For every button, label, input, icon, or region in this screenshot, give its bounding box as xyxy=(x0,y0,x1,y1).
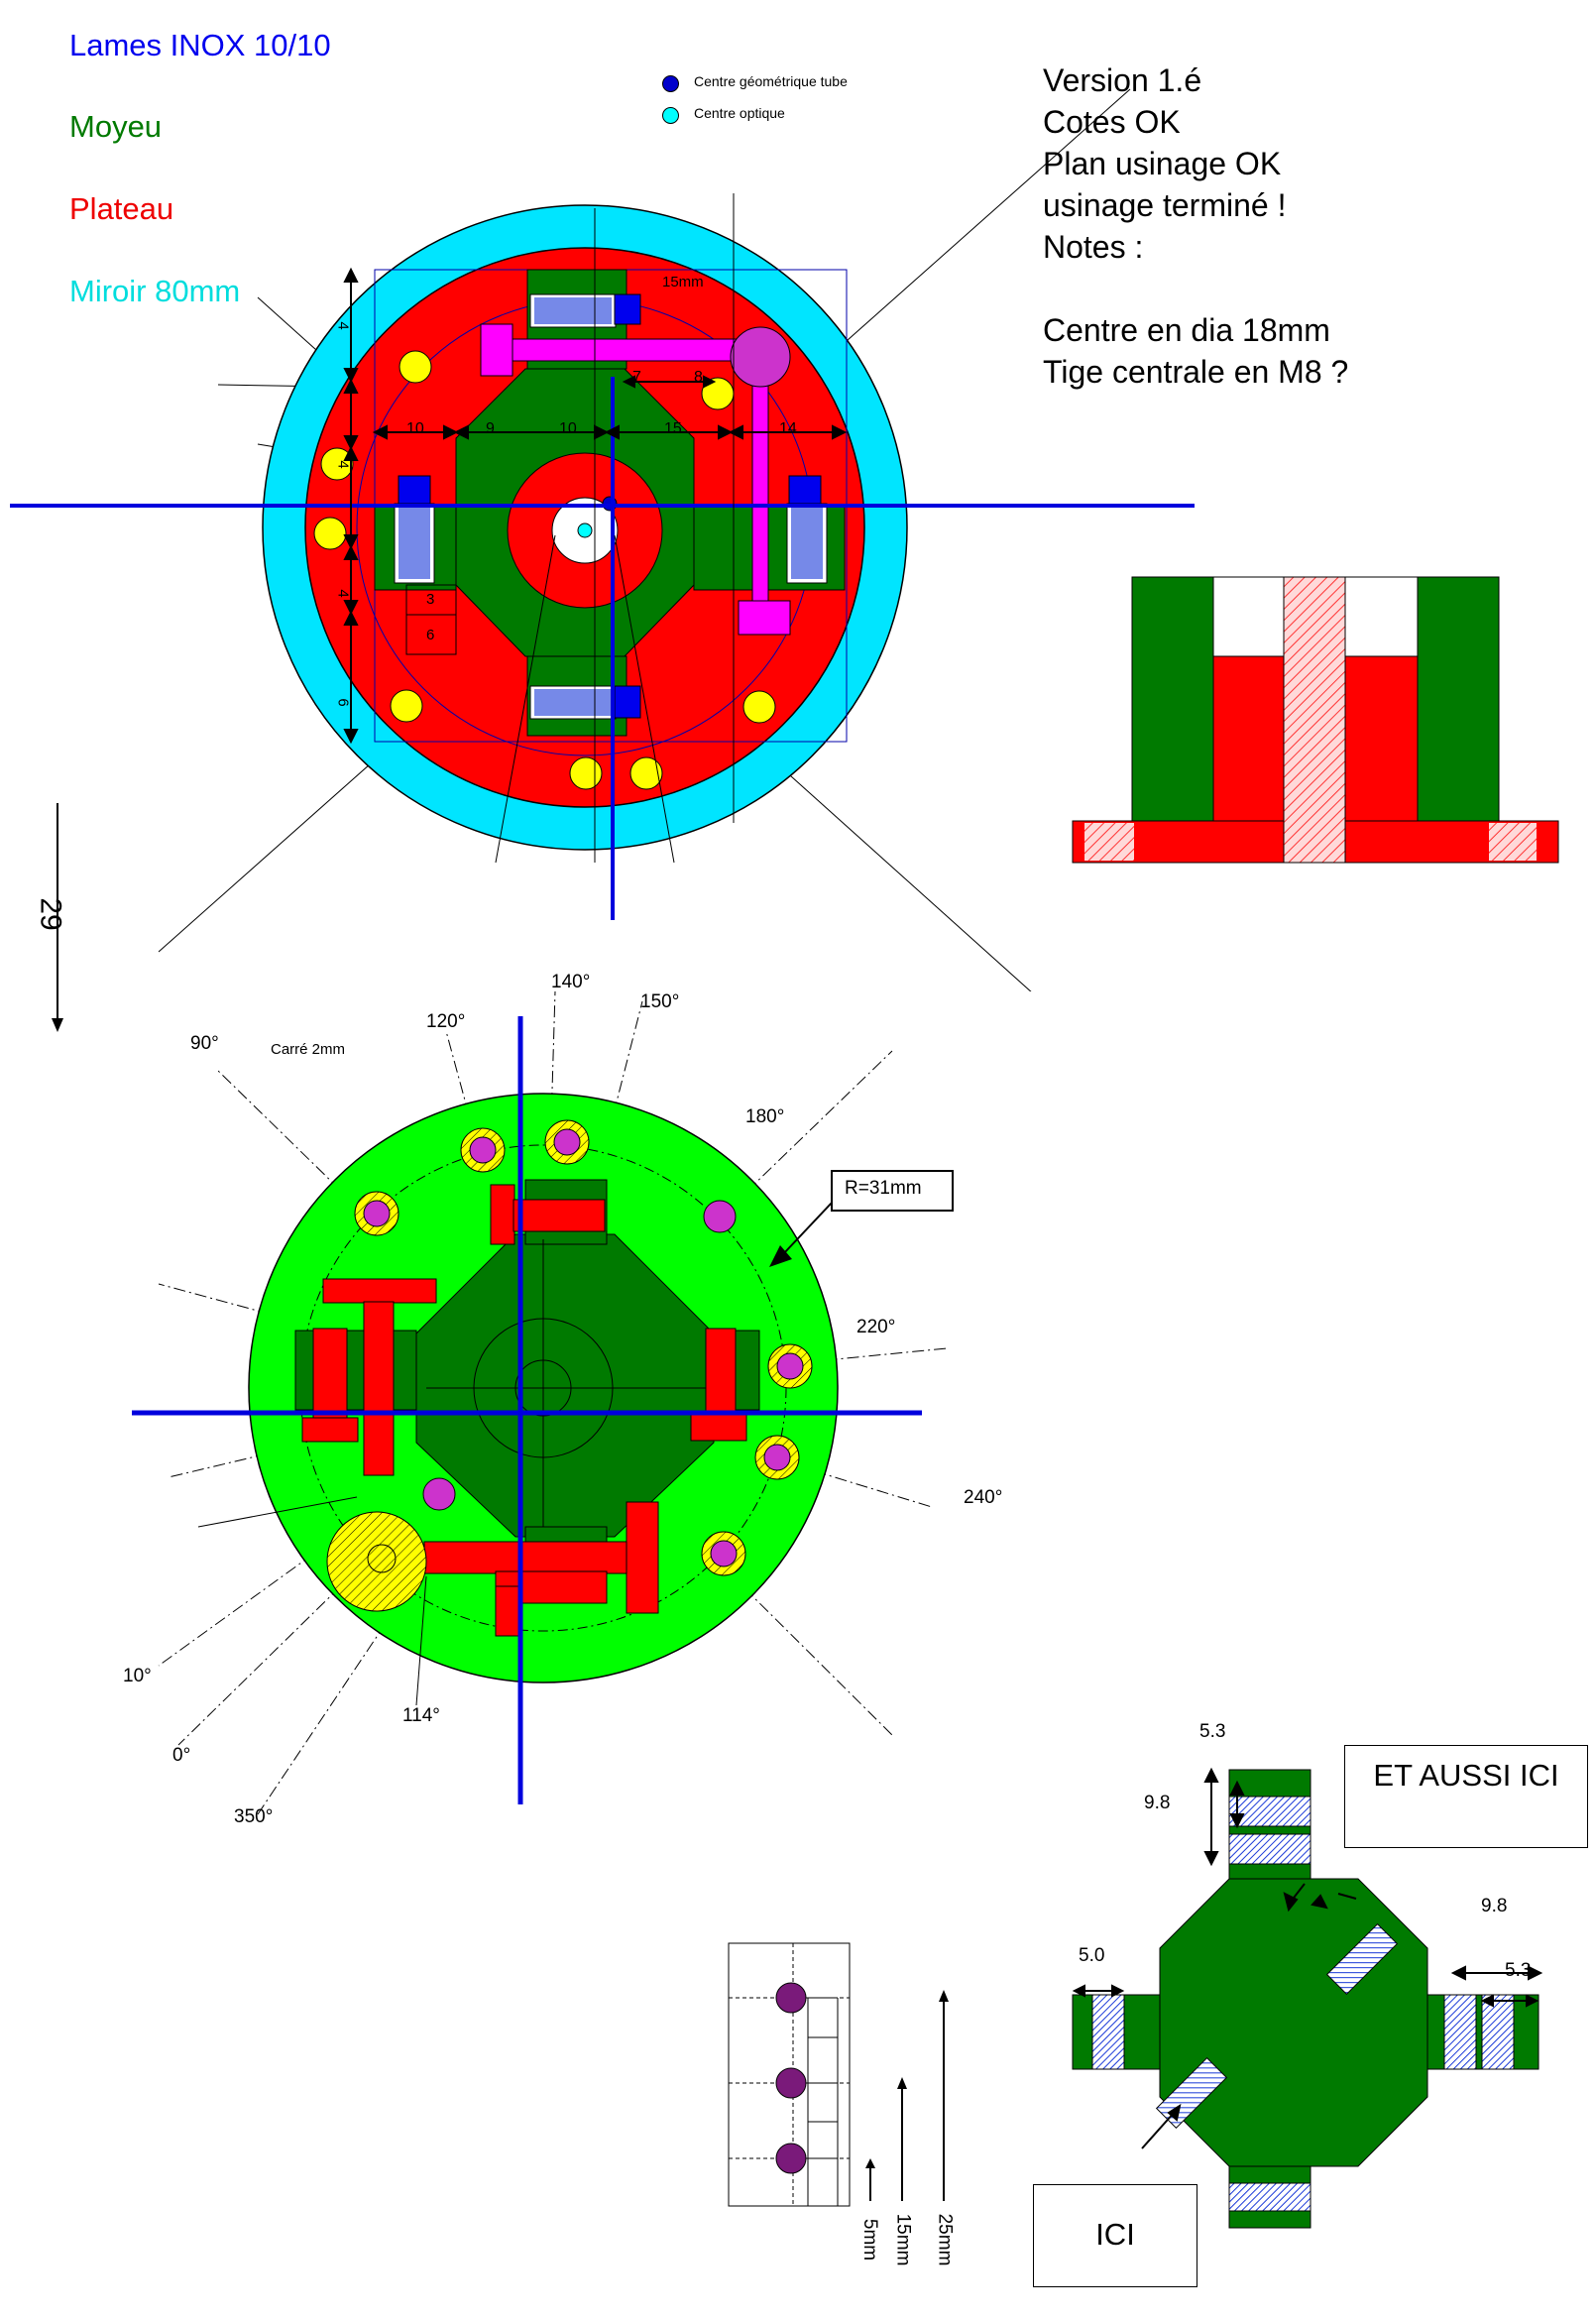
angle-150: 150° xyxy=(640,991,680,1012)
hub-detail-drawing xyxy=(1072,1759,1543,2229)
side-dimension-arrow xyxy=(52,803,63,1032)
angle-114: 114° xyxy=(402,1705,440,1726)
bottom-red-clamps xyxy=(301,1184,747,1637)
version-notes: Version 1.é Cotes OK Plan usinage OK usi… xyxy=(1043,59,1348,393)
geometric-center-marker xyxy=(662,75,679,92)
legend-blades: Lames INOX 10/10 xyxy=(69,28,331,62)
side-dimension-29: 29 xyxy=(34,897,67,931)
radius-label-box xyxy=(831,1170,954,1212)
legend-mirror: Miroir 80mm xyxy=(69,274,241,308)
dim-4b: 4 xyxy=(334,460,352,469)
dim-7: 7 xyxy=(632,369,641,386)
angle-350: 350° xyxy=(234,1806,274,1827)
scale-25mm: 25mm xyxy=(934,2213,956,2266)
note-machining-done: usinage terminé ! xyxy=(1043,187,1287,223)
square-2mm-label: Carré 2mm xyxy=(271,1041,346,1058)
angle-240: 240° xyxy=(964,1487,1003,1508)
dim-3: 3 xyxy=(426,591,435,608)
bottom-screw-holes xyxy=(326,1119,813,1612)
angle-140: 140° xyxy=(551,972,591,992)
angle-0: 0° xyxy=(172,1745,191,1766)
top-blades xyxy=(394,293,828,720)
angle-90: 90° xyxy=(190,1033,219,1054)
optical-center-marker xyxy=(662,107,679,124)
dim-4c: 4 xyxy=(334,589,352,598)
hub-dim-9-8-right: 9.8 xyxy=(1481,1896,1508,1916)
angle-180: 180° xyxy=(745,1106,785,1127)
dim-15mm: 15mm xyxy=(662,274,704,290)
dim-15: 15 xyxy=(664,420,682,437)
legend-hub: Moyeu xyxy=(69,109,163,144)
note-plan-ok: Plan usinage OK xyxy=(1043,146,1282,181)
hub-dim-5-3-right: 5.3 xyxy=(1505,1960,1532,1981)
dim-10a: 10 xyxy=(406,420,424,437)
hub-dim-5-3-top: 5.3 xyxy=(1199,1721,1226,1742)
note-version: Version 1.é xyxy=(1043,62,1202,98)
dim-6: 6 xyxy=(426,627,435,643)
scale-detail xyxy=(728,1942,949,2207)
dim-6b: 6 xyxy=(334,698,352,707)
dim-14: 14 xyxy=(779,420,797,437)
callout-also-here: ET AUSSI ICI xyxy=(1344,1745,1588,1848)
dim-8: 8 xyxy=(694,369,703,386)
legend-plate: Plateau xyxy=(69,191,174,226)
scale-15mm: 15mm xyxy=(892,2213,914,2266)
note-dims-ok: Cotes OK xyxy=(1043,104,1181,140)
dim-10b: 10 xyxy=(559,420,577,437)
section-view xyxy=(1072,576,1559,864)
note-center-dia: Centre en dia 18mm xyxy=(1043,312,1330,348)
angle-120: 120° xyxy=(426,1011,466,1032)
optical-center-label: Centre optique xyxy=(694,105,785,121)
hub-dim-9-8-left: 9.8 xyxy=(1144,1793,1171,1813)
radius-label: R=31mm xyxy=(845,1178,922,1199)
callout-also-here-text: ET AUSSI ICI xyxy=(1373,1758,1559,1793)
dim-4a: 4 xyxy=(334,321,352,330)
geometric-center-label: Centre géométrique tube xyxy=(694,73,848,89)
angle-10: 10° xyxy=(123,1666,152,1686)
dim-9: 9 xyxy=(486,420,495,437)
note-notes-heading: Notes : xyxy=(1043,229,1144,265)
bottom-view-drawing xyxy=(132,990,948,1815)
top-magenta-rods xyxy=(480,323,791,636)
top-yellow-holes xyxy=(313,350,776,790)
top-view-drawing xyxy=(10,88,1195,991)
callout-here: ICI xyxy=(1033,2184,1197,2287)
scale-5mm: 5mm xyxy=(859,2218,881,2262)
note-central-rod: Tige centrale en M8 ? xyxy=(1043,354,1349,390)
callout-here-text: ICI xyxy=(1095,2217,1135,2252)
hub-dim-5-0: 5.0 xyxy=(1079,1945,1105,1966)
angle-220: 220° xyxy=(856,1317,896,1337)
